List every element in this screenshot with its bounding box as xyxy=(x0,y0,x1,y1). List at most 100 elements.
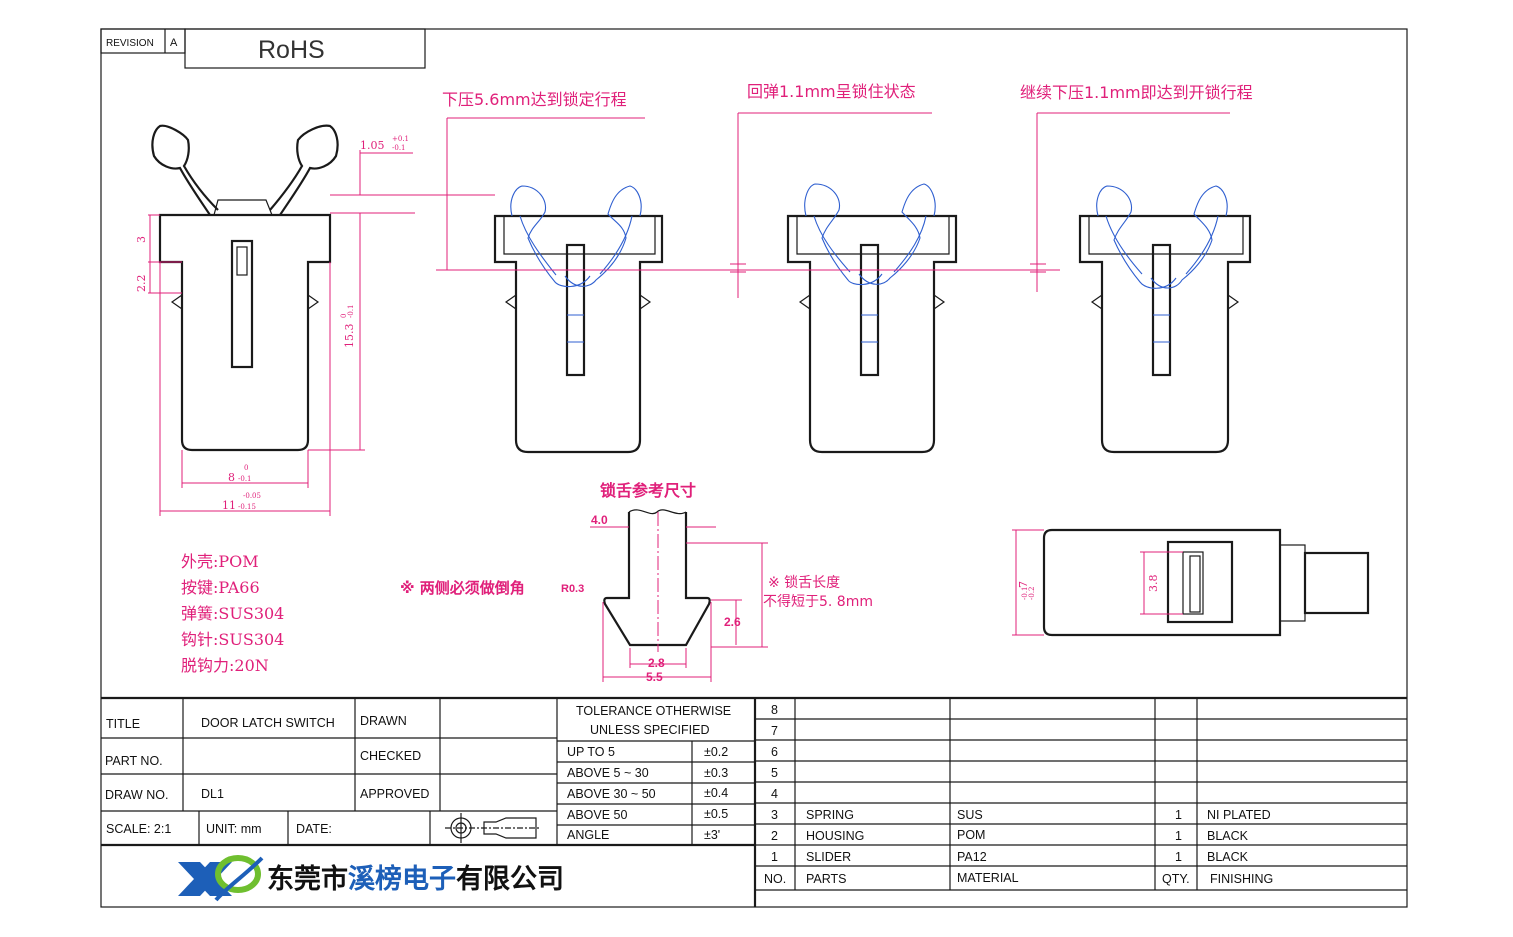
bom-material: POM xyxy=(957,828,985,842)
tolerance-value: ±0.4 xyxy=(704,786,728,800)
bom-qty: 1 xyxy=(1175,850,1182,864)
bom-material: SUS xyxy=(957,808,983,822)
dim-left-3: 3 xyxy=(135,236,148,243)
rohs-label: RoHS xyxy=(258,36,325,64)
dim-height: 15.3 xyxy=(343,324,356,349)
tolerance-header-1: TOLERANCE OTHERWISE xyxy=(576,704,731,718)
bom-no: 2 xyxy=(771,829,778,843)
dim-height-tol-upper: 0 xyxy=(340,314,348,318)
bom-no: 6 xyxy=(771,745,778,759)
front-view-dimensions: 1.05 +0.1 -0.1 15.3 0 -0.1 3 2.2 8 0 -0.… xyxy=(135,135,415,516)
dim-top-offset: 1.05 xyxy=(360,139,385,152)
draw-value: DL1 xyxy=(201,787,224,801)
tolerance-value: ±3' xyxy=(704,828,720,842)
tolerance-range: ABOVE 5 ~ 30 xyxy=(567,766,649,780)
dim-inner-width-tol-lower: -0.1 xyxy=(238,475,252,483)
bom-no: 1 xyxy=(771,850,778,864)
tolerance-value: ±0.3 xyxy=(704,766,728,780)
bom-header-qty: QTY. xyxy=(1162,872,1190,886)
unit-label: UNIT: mm xyxy=(206,822,262,836)
chamfer-value: R0.3 xyxy=(561,583,584,595)
bom-no: 4 xyxy=(771,787,778,801)
dim-side-width-tol-upper: -0.1 xyxy=(1021,587,1029,601)
view-locking-stroke xyxy=(493,185,664,454)
tolerance-range: ABOVE 30 ~ 50 xyxy=(567,787,656,801)
bom-header-parts: PARTS xyxy=(806,872,847,886)
bom-table: 8 7 6 5 4 3 SPRING SUS 1 NI PLATED 2 HOU… xyxy=(764,703,1273,886)
view-unlocking-stroke xyxy=(1078,185,1252,454)
bom-part: SPRING xyxy=(806,808,854,822)
annotation-rebound-lock: 回弹1.1mm呈锁住状态 xyxy=(747,82,916,101)
dim-height-tol-lower: -0.1 xyxy=(347,305,355,319)
dim-inner-width-tol-upper: 0 xyxy=(244,464,248,472)
bom-header-material: MATERIAL xyxy=(957,871,1019,885)
revision-value: A xyxy=(170,37,178,49)
materials-list: 外壳:POM 按键:PA66 弹簧:SUS304 钩针:SUS304 脱钩力:2… xyxy=(181,552,284,675)
bom-no: 5 xyxy=(771,766,778,780)
side-view xyxy=(1012,528,1370,637)
dim-side-width-tol-lower: -0.2 xyxy=(1028,587,1036,601)
annotation-press-lock: 下压5.6mm达到锁定行程 xyxy=(442,90,627,109)
date-label: DATE: xyxy=(296,822,332,836)
view-locked xyxy=(786,183,958,454)
bom-part: HOUSING xyxy=(806,829,864,843)
front-view xyxy=(151,124,339,452)
title-label: TITLE xyxy=(106,717,140,731)
tolerance-value: ±0.5 xyxy=(704,807,728,821)
material-line: 脱钩力:20N xyxy=(181,656,269,675)
bom-no: 7 xyxy=(771,724,778,738)
dim-tongue-2-8: 2.8 xyxy=(648,656,665,670)
title-block xyxy=(101,696,1407,907)
checked-label: CHECKED xyxy=(360,749,421,763)
bom-header-no: NO. xyxy=(764,872,786,886)
dim-side-width: 7 xyxy=(1017,581,1030,588)
tolerance-range: ABOVE 50 xyxy=(567,808,627,822)
dim-side-3-8: 3.8 xyxy=(1147,575,1160,593)
dim-outer-width-tol-upper: -0.05 xyxy=(243,492,261,500)
bom-material: PA12 xyxy=(957,850,987,864)
tongue-title: 锁舌参考尺寸 xyxy=(600,481,696,500)
dim-left-2-2: 2.2 xyxy=(135,275,148,293)
length-note-2: 不得短于5. 8mm xyxy=(763,593,873,610)
scale-label: SCALE: 2:1 xyxy=(106,822,171,836)
part-label: PART NO. xyxy=(105,754,163,768)
draw-label: DRAW NO. xyxy=(105,788,168,802)
bom-finishing: BLACK xyxy=(1207,850,1249,864)
dim-top-offset-tol-lower: -0.1 xyxy=(392,144,406,152)
dim-inner-width: 8 xyxy=(228,471,235,484)
bom-no: 3 xyxy=(771,808,778,822)
bom-qty: 1 xyxy=(1175,808,1182,822)
approved-label: APPROVED xyxy=(360,787,429,801)
dim-outer-width: 11 xyxy=(222,499,236,512)
bom-finishing: NI PLATED xyxy=(1207,808,1271,822)
bom-no: 8 xyxy=(771,703,778,717)
bom-finishing: BLACK xyxy=(1207,829,1249,843)
company-name: 东莞市溪榜电子有限公司 xyxy=(267,863,564,895)
drawn-label: DRAWN xyxy=(360,714,407,728)
dim-top-offset-tol-upper: +0.1 xyxy=(392,135,409,143)
stroke-leaders xyxy=(330,112,1230,298)
rohs-box xyxy=(184,28,426,69)
company-logo-icon xyxy=(178,855,264,902)
dim-outer-width-tol-lower: -0.15 xyxy=(238,503,256,511)
title-value: DOOR LATCH SWITCH xyxy=(201,716,335,730)
tongue-reference xyxy=(590,509,768,682)
bom-part: SLIDER xyxy=(806,850,851,864)
chamfer-note: ※ 两侧必须做倒角 xyxy=(400,579,525,597)
tolerance-range: UP TO 5 xyxy=(567,745,615,759)
revision-label: REVISION xyxy=(106,38,154,49)
tolerance-range: ANGLE xyxy=(567,828,609,842)
projection-symbol-icon xyxy=(445,813,539,843)
material-line: 钩针:SUS304 xyxy=(181,630,284,649)
bom-qty: 1 xyxy=(1175,829,1182,843)
material-line: 外壳:POM xyxy=(181,552,259,571)
annotation-press-unlock: 继续下压1.1mm即达到开锁行程 xyxy=(1020,83,1253,102)
material-line: 按键:PA66 xyxy=(181,578,260,597)
dim-tongue-5-5: 5.5 xyxy=(646,670,663,684)
dim-tongue-4-0: 4.0 xyxy=(591,513,608,527)
tolerance-value: ±0.2 xyxy=(704,745,728,759)
dim-tongue-2-6: 2.6 xyxy=(724,615,741,629)
tolerance-header-2: UNLESS SPECIFIED xyxy=(590,723,709,737)
bom-header-finishing: FINISHING xyxy=(1210,872,1273,886)
